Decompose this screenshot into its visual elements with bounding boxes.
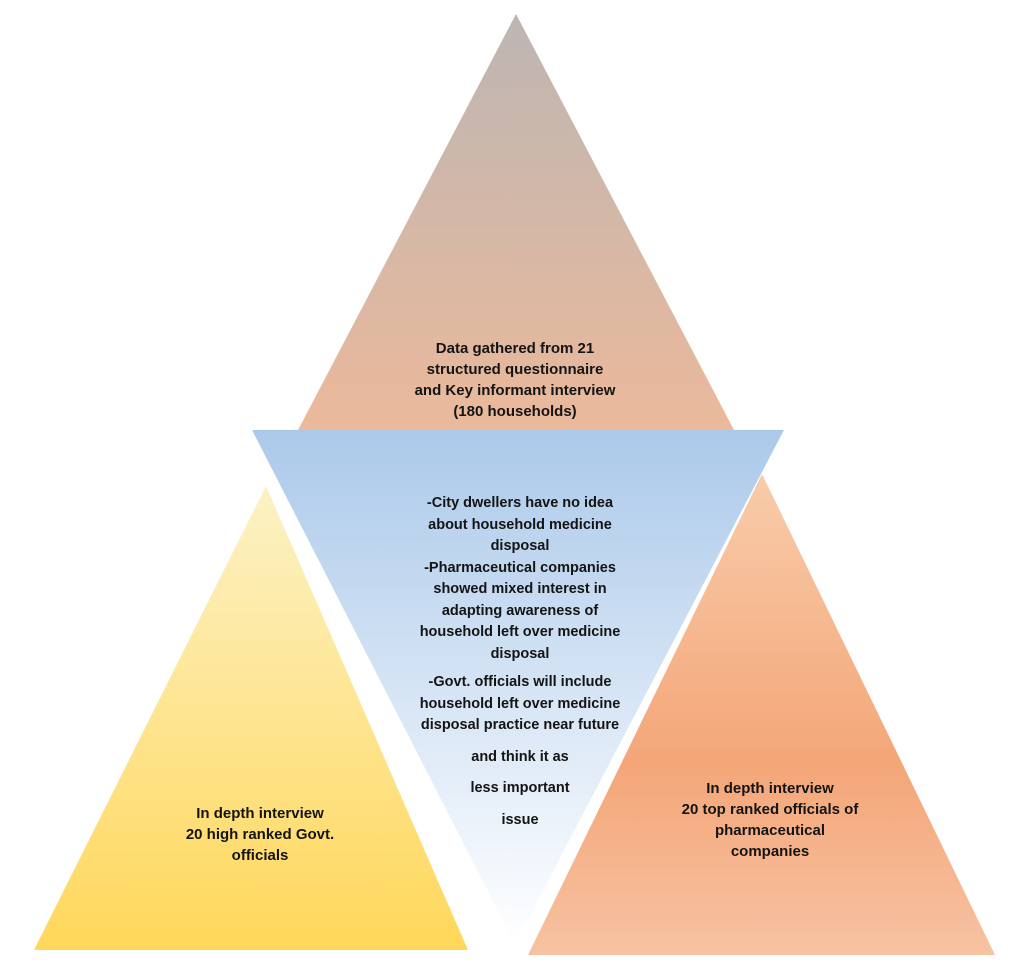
center-label-line: and think it as [471, 748, 569, 765]
center-label-line: disposal practice near future [420, 717, 620, 733]
center-label-line: disposal [490, 645, 550, 662]
top-label-line: structured questionnaire [426, 361, 604, 378]
left-label-line: In depth interview [196, 805, 324, 822]
top-label-line: (180 households) [453, 403, 577, 420]
center-label-line: household left over medicine [419, 624, 621, 640]
center-label-line: -City dwellers have no idea [426, 495, 614, 511]
center-label-line: household left over medicine [419, 695, 621, 712]
right-label-line: pharmaceutical [714, 822, 826, 839]
right-triangle [528, 474, 995, 955]
center-label-line: -Govt. officials will include [428, 674, 612, 690]
center-label-line: about household medicine [428, 516, 612, 533]
top-triangle [298, 14, 734, 430]
left-label-line: officials [231, 847, 289, 864]
right-label-line: companies [730, 843, 810, 860]
center-triangle-label: -City dwellers have no idea about househ… [375, 493, 665, 831]
center-label-line: less important [470, 780, 570, 796]
center-label-line: adapting awareness of [441, 602, 599, 619]
center-inverted-triangle [252, 430, 784, 944]
top-label-line: and Key informant interview [414, 382, 616, 399]
center-label-line: showed mixed interest in [433, 581, 607, 597]
left-triangle-label: In depth interview 20 high ranked Govt. … [160, 803, 360, 866]
top-label-line: Data gathered from 21 [435, 340, 595, 357]
center-label-line: issue [501, 811, 539, 828]
left-triangle [34, 486, 468, 950]
left-label-line: 20 high ranked Govt. [185, 826, 335, 843]
center-label-line: disposal [490, 538, 550, 554]
right-label-line: 20 top ranked officials of [681, 801, 859, 818]
top-triangle-label: Data gathered from 21 structured questio… [360, 338, 670, 422]
right-label-line: In depth interview [706, 780, 834, 797]
center-label-line: -Pharmaceutical companies [424, 559, 616, 576]
right-triangle-label: In depth interview 20 top ranked officia… [640, 778, 900, 862]
